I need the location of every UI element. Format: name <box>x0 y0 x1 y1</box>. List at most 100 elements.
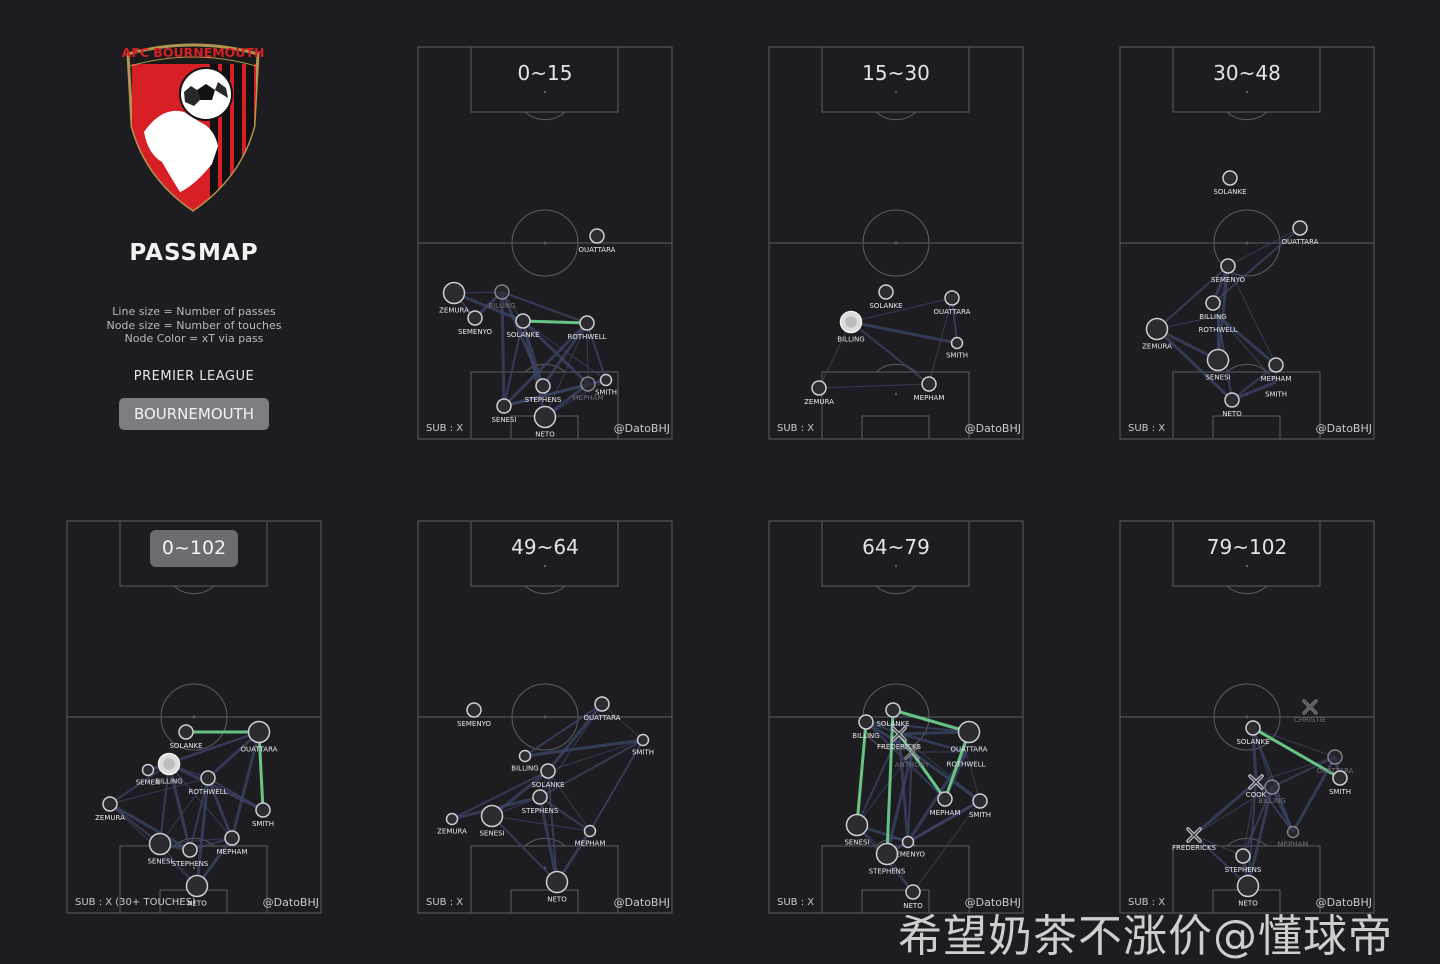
player-node[interactable]: OUATTARA <box>951 720 988 754</box>
player-node[interactable]: ROTHWELL <box>567 315 607 341</box>
player-node[interactable]: SEMENYO <box>891 835 925 859</box>
player-node[interactable]: FREDERICKS <box>877 726 922 751</box>
player-node[interactable]: SMITH <box>632 733 654 757</box>
player-node[interactable]: OUATTARA <box>934 290 971 316</box>
player-node[interactable]: NETO <box>533 405 557 439</box>
player-node[interactable]: SENESI <box>844 813 870 847</box>
player-circle <box>185 874 209 898</box>
player-node[interactable]: SMITH <box>252 802 274 828</box>
player-node[interactable]: SMITH <box>595 373 617 397</box>
player-node[interactable]: BILLING <box>837 310 865 344</box>
player-node[interactable]: OUATTARA <box>579 228 616 254</box>
pass-line <box>865 720 913 754</box>
player-node[interactable]: ANTHONY <box>895 744 930 769</box>
pass-line <box>503 320 524 407</box>
player-node[interactable]: ZEMURA <box>437 812 467 836</box>
player-node[interactable]: NETO <box>185 874 209 908</box>
pass-line <box>1242 781 1257 857</box>
player-node[interactable]: SEMENYO <box>457 702 491 728</box>
player-node[interactable]: SENESI <box>479 804 505 838</box>
player-node[interactable]: MEPHAM <box>914 376 945 402</box>
period-label: 30~48 <box>1213 61 1281 85</box>
player-node[interactable]: ROTHWELL <box>946 761 985 769</box>
pass-line <box>856 751 913 826</box>
player-node[interactable]: OUATTARA <box>584 696 621 722</box>
credit-label: @DatoBHJ <box>1316 896 1372 909</box>
player-circle <box>182 842 198 858</box>
team-button[interactable]: BOURNEMOUTH <box>119 398 269 430</box>
sub-label: SUB : X <box>1128 423 1165 434</box>
player-node[interactable]: ZEMURA <box>1142 317 1172 351</box>
pass-line-highlight <box>257 730 265 812</box>
player-node[interactable]: OUATTARA <box>1317 749 1354 775</box>
player-node[interactable]: MEPHAM <box>930 791 961 817</box>
player-node[interactable]: SMITH <box>1265 391 1287 399</box>
player-node[interactable]: OUATTARA <box>241 720 278 754</box>
player-node[interactable]: STEPHENS <box>525 378 562 404</box>
player-node[interactable]: SENESI <box>491 398 517 424</box>
player-node[interactable]: COOK <box>1246 774 1267 799</box>
player-node[interactable]: SMITH <box>1329 770 1351 796</box>
player-node[interactable]: SEMEN <box>136 763 161 787</box>
player-node[interactable]: SOLANKE <box>869 284 903 310</box>
pass-line <box>109 763 170 805</box>
player-node[interactable]: MEPHAM <box>575 824 606 848</box>
player-node[interactable]: SOLANKE <box>1213 170 1247 196</box>
player-node[interactable]: STEPHENS <box>1225 848 1262 874</box>
player-node[interactable]: MEPHAM <box>1261 357 1292 383</box>
player-node[interactable]: FREDERICKS <box>1172 827 1217 852</box>
player-circle <box>589 228 605 244</box>
player-node[interactable]: BILLING <box>1258 779 1286 805</box>
player-node[interactable]: SOLANKE <box>531 763 565 789</box>
player-node[interactable]: STEPHENS <box>522 789 559 815</box>
player-node[interactable]: SEMENYO <box>458 310 492 336</box>
player-circle <box>905 884 921 900</box>
player-node[interactable]: MEPHAM <box>573 376 604 402</box>
pass-line <box>1217 314 1277 367</box>
player-node[interactable]: SOLANKE <box>1236 720 1270 746</box>
player-node[interactable]: ROTHWELL <box>1198 326 1237 334</box>
pass-line <box>1231 364 1277 401</box>
player-node[interactable]: SOLANKE <box>506 313 540 339</box>
player-node[interactable]: BILLING <box>488 284 516 310</box>
player-node[interactable]: SENESI <box>1205 348 1231 382</box>
player-node[interactable]: SEMENYO <box>1211 258 1245 284</box>
player-node[interactable]: SOLANKE <box>876 702 910 728</box>
player-node[interactable]: ZEMURA <box>804 380 834 406</box>
player-node[interactable]: SENESI <box>147 832 173 866</box>
player-node[interactable]: ZEMURA <box>95 796 125 822</box>
player-node[interactable]: SMITH <box>969 793 991 819</box>
player-label: SMITH <box>969 811 991 819</box>
player-node[interactable]: NETO <box>1222 392 1242 418</box>
pass-line <box>818 383 930 389</box>
player-node[interactable]: NETO <box>545 870 569 904</box>
player-node[interactable]: SOLANKE <box>169 724 203 750</box>
player-node[interactable]: NETO <box>903 884 923 910</box>
player-node[interactable]: SMITH <box>946 336 968 360</box>
pass-line <box>898 730 970 736</box>
player-node[interactable]: ROTHWELL <box>188 770 228 796</box>
pass-line <box>451 770 549 820</box>
player-node[interactable]: BILLING <box>511 749 539 773</box>
player-label: STEPHENS <box>1225 866 1262 874</box>
player-node[interactable]: NETO <box>1236 874 1260 908</box>
player-node[interactable]: BILLING <box>852 714 880 740</box>
player-node[interactable]: MEPHAM <box>1278 825 1309 849</box>
player-node[interactable]: STEPHENS <box>172 842 209 868</box>
player-node[interactable]: ZEMURA <box>439 281 469 315</box>
pass-line <box>230 731 261 839</box>
player-node[interactable]: MEPHAM <box>217 830 248 856</box>
player-node[interactable]: BILLING <box>1199 295 1227 321</box>
player-node[interactable]: CHRISTIE <box>1294 699 1326 724</box>
player-circle <box>1292 220 1308 236</box>
player-node[interactable]: STEPHENS <box>869 842 906 876</box>
player-node[interactable]: OUATTARA <box>1282 220 1319 246</box>
player-node[interactable]: BILLING <box>155 752 183 786</box>
